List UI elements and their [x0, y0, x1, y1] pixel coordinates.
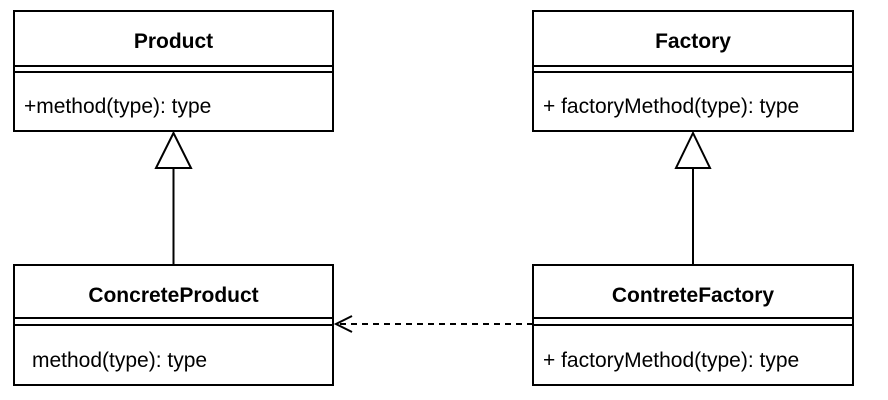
- open-arrowhead-icon: [333, 315, 353, 333]
- class-product-operation: +method(type): type: [24, 95, 211, 118]
- generalization-concrete-factory-to-factory: [674, 130, 712, 265]
- dependency-concrete-factory-to-concrete-product: [333, 315, 533, 333]
- class-concrete-product-operation: method(type): type: [32, 349, 207, 372]
- class-product[interactable]: Product +method(type): type: [13, 10, 334, 132]
- class-factory-name: Factory: [655, 30, 731, 53]
- class-concrete-factory-name: ContreteFactory: [612, 284, 775, 307]
- class-concrete-factory[interactable]: ContreteFactory + factoryMethod(type): t…: [532, 264, 854, 386]
- class-factory-operation: + factoryMethod(type): type: [543, 95, 799, 118]
- inheritance-arrowhead-icon: [674, 130, 712, 169]
- class-concrete-product[interactable]: ConcreteProduct method(type): type: [13, 264, 334, 386]
- class-product-name: Product: [134, 30, 213, 53]
- class-concrete-product-name: ConcreteProduct: [88, 284, 258, 307]
- class-factory[interactable]: Factory + factoryMethod(type): type: [532, 10, 854, 132]
- class-concrete-factory-operation: + factoryMethod(type): type: [543, 349, 799, 372]
- inheritance-arrowhead-icon: [154, 130, 193, 169]
- generalization-concrete-product-to-product: [154, 130, 193, 265]
